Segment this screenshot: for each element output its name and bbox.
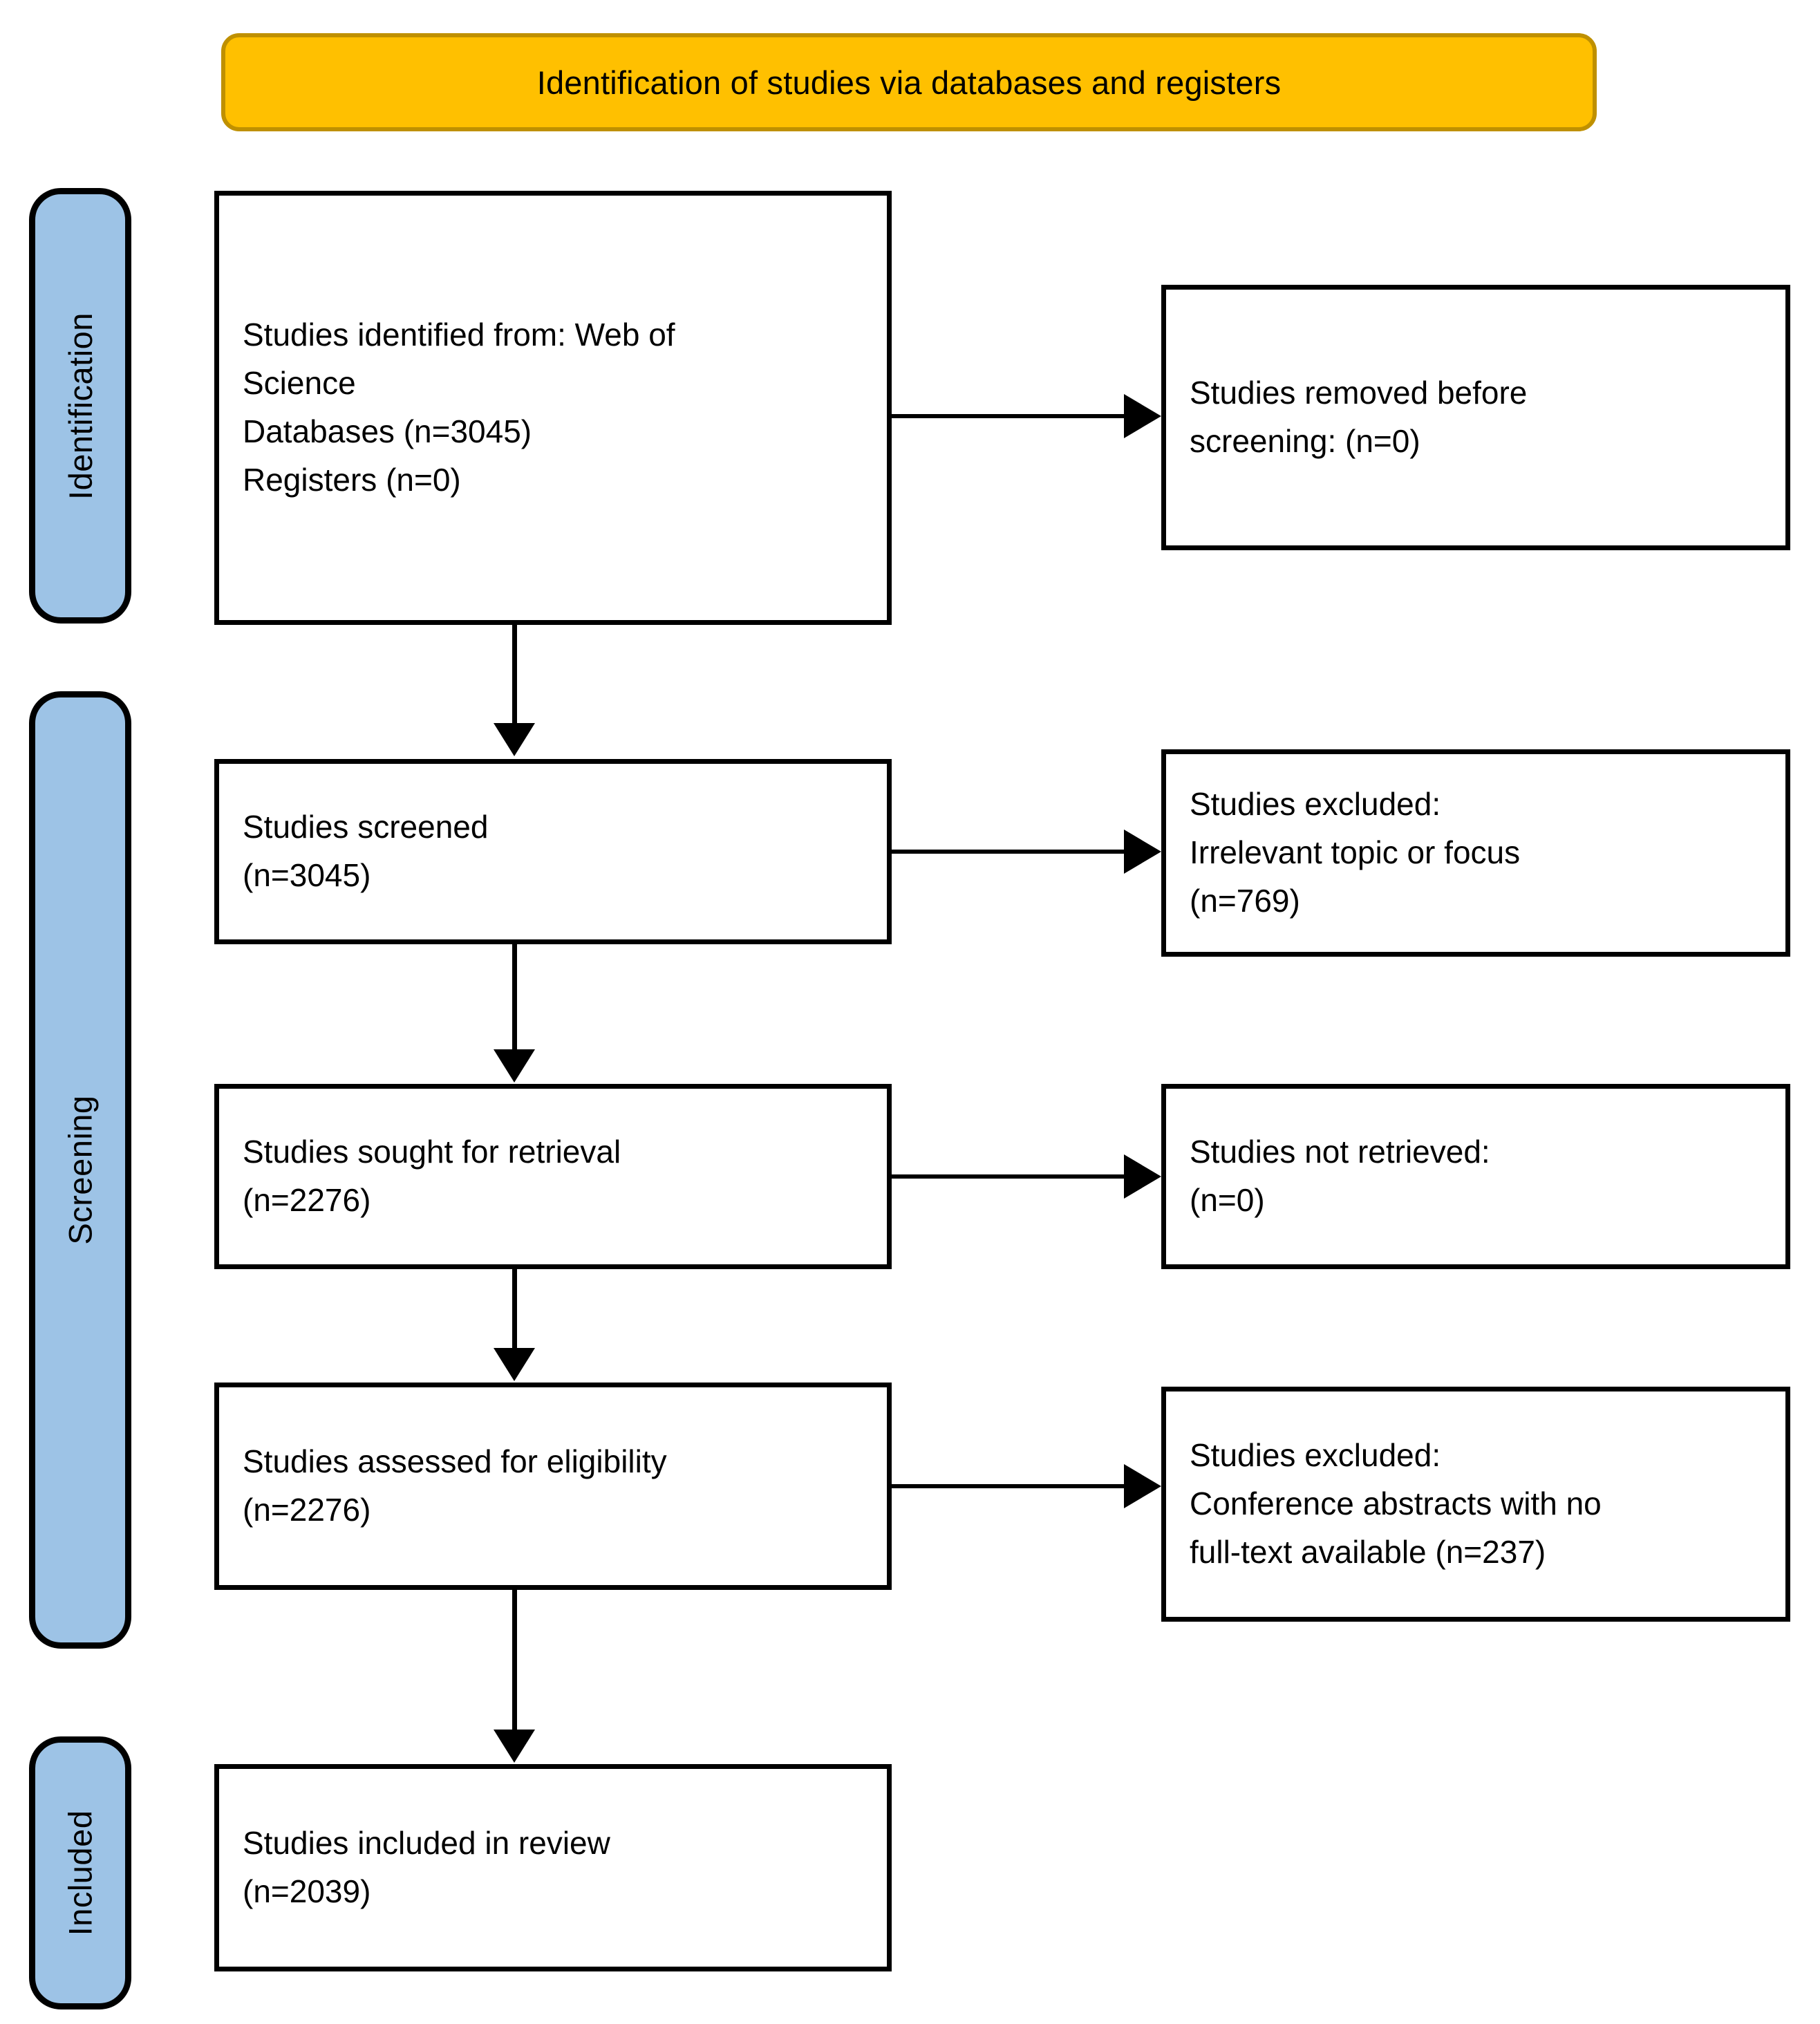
stage-label-included-text: Included <box>62 1810 99 1936</box>
box-studies-removed-before-screening: Studies removed before screening: (n=0) <box>1161 285 1790 550</box>
stage-label-included: Included <box>29 1736 131 2009</box>
section-banner-identification: Identification of studies via databases … <box>221 33 1597 131</box>
connector-screened-to-excluded-line <box>892 850 1124 854</box>
connector-identified-to-removed-line <box>892 414 1124 418</box>
box-line: Studies excluded: <box>1190 786 1441 823</box>
box-studies-excluded-conference-abstracts: Studies excluded: Conference abstracts w… <box>1161 1387 1790 1622</box>
connector-identified-to-removed-arrow <box>1124 394 1161 438</box>
box-line: Irrelevant topic or focus <box>1190 834 1521 871</box>
box-studies-identified: Studies identified from: Web of Science … <box>214 191 892 625</box>
box-line: Studies assessed for eligibility <box>243 1443 667 1480</box>
stage-label-screening: Screening <box>29 691 131 1649</box>
box-line: Studies excluded: <box>1190 1437 1441 1474</box>
connector-identified-to-screened-line <box>512 625 517 726</box>
box-line: Studies not retrieved: <box>1190 1134 1490 1170</box>
box-line: (n=769) <box>1190 882 1300 919</box>
connector-sought-to-not-retrieved-line <box>892 1174 1124 1179</box>
box-line: full-text available (n=237) <box>1190 1533 1546 1570</box>
connector-screened-to-excluded-arrow <box>1124 830 1161 874</box>
box-line: (n=2276) <box>243 1492 371 1528</box>
box-line: (n=2276) <box>243 1182 371 1218</box>
box-line: (n=3045) <box>243 857 371 893</box>
box-line: Registers (n=0) <box>243 461 461 498</box>
connector-assessed-to-excluded-line <box>892 1484 1124 1488</box>
connector-screened-to-sought-arrow <box>494 1049 535 1083</box>
connector-sought-to-assessed-arrow <box>494 1348 535 1381</box>
box-line: Studies identified from: Web of <box>243 317 675 353</box>
connector-screened-to-sought-line <box>512 944 517 1052</box>
box-studies-included-in-review: Studies included in review (n=2039) <box>214 1764 892 1971</box>
box-line: Conference abstracts with no <box>1190 1486 1602 1522</box>
box-line: Science <box>243 365 356 402</box>
box-line: Studies screened <box>243 809 489 845</box>
box-studies-not-retrieved: Studies not retrieved: (n=0) <box>1161 1084 1790 1269</box>
box-studies-sought-for-retrieval: Studies sought for retrieval (n=2276) <box>214 1084 892 1269</box>
box-line: (n=2039) <box>243 1873 371 1909</box>
box-studies-assessed-for-eligibility: Studies assessed for eligibility (n=2276… <box>214 1383 892 1590</box>
box-line: Databases (n=3045) <box>243 413 532 449</box>
connector-sought-to-assessed-line <box>512 1269 517 1351</box>
box-line: Studies removed before <box>1190 375 1528 411</box>
stage-label-identification: Identification <box>29 188 131 624</box>
connector-assessed-to-included-arrow <box>494 1730 535 1763</box>
connector-assessed-to-excluded-arrow <box>1124 1464 1161 1508</box>
connector-identified-to-screened-arrow <box>494 723 535 756</box>
connector-assessed-to-included-line <box>512 1590 517 1732</box>
box-line: (n=0) <box>1190 1182 1265 1218</box>
stage-label-identification-text: Identification <box>62 312 99 500</box>
banner-title: Identification of studies via databases … <box>536 64 1282 101</box>
box-studies-excluded-irrelevant-topic: Studies excluded: Irrelevant topic or fo… <box>1161 749 1790 957</box>
stage-label-screening-text: Screening <box>62 1095 99 1245</box>
box-line: Studies sought for retrieval <box>243 1134 621 1170</box>
box-line: screening: (n=0) <box>1190 423 1420 459</box>
box-line: Studies included in review <box>243 1825 610 1862</box>
box-studies-screened: Studies screened (n=3045) <box>214 759 892 944</box>
connector-sought-to-not-retrieved-arrow <box>1124 1154 1161 1199</box>
